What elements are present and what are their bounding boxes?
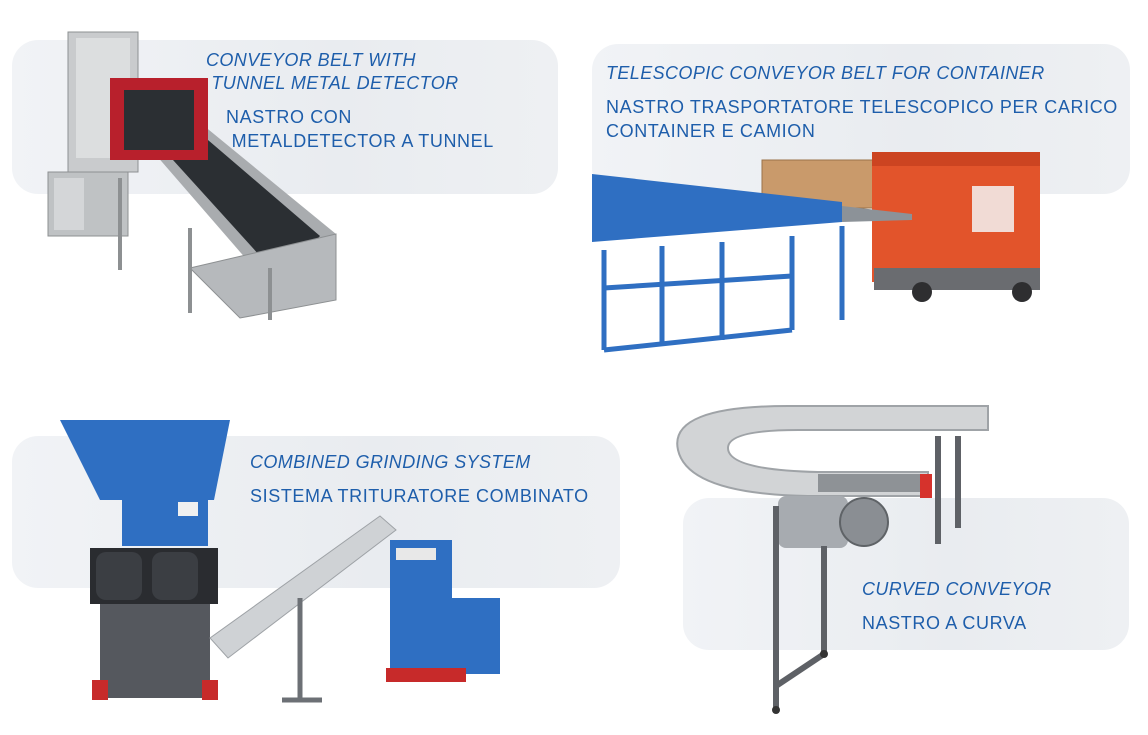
telescopic-conveyor-truck-image: [592, 152, 1040, 353]
tunnel-metal-detector-conveyor-image: [47, 31, 337, 320]
item-3-subtitle-line-1: SISTEMA TRITURATORE COMBINATO: [250, 486, 589, 506]
item-3-title-line-1: COMBINED GRINDING SYSTEM: [250, 452, 531, 472]
grinding-system-image: [60, 420, 500, 703]
curved-conveyor-image: [676, 405, 989, 714]
item-2-subtitle-line-1: NASTRO TRASPORTATORE TELESCOPICO PER CAR…: [606, 97, 1118, 117]
item-panel-curved: [683, 498, 1129, 650]
item-2-subtitle-line-2: CONTAINER E CAMION: [606, 121, 816, 141]
item-2-title-line-1: TELESCOPIC CONVEYOR BELT FOR CONTAINER: [606, 63, 1045, 83]
item-1-title-line-1: CONVEYOR BELT WITH: [206, 50, 416, 70]
item-1-subtitle-line-1: NASTRO CON: [226, 107, 353, 127]
item-4-title-line-1: CURVED CONVEYOR: [862, 579, 1052, 599]
item-1-subtitle-line-2: METALDETECTOR A TUNNEL: [226, 131, 494, 151]
item-4-subtitle-line-1: NASTRO A CURVA: [862, 613, 1027, 633]
item-1-title-line-2: TUNNEL METAL DETECTOR: [206, 73, 459, 93]
